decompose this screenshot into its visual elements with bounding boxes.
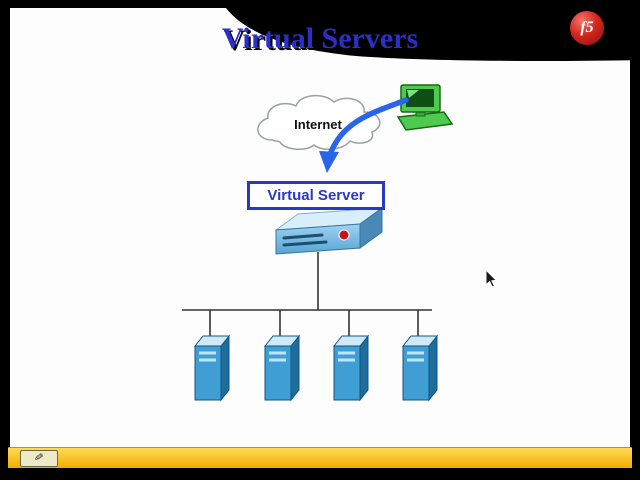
title-swoosh [226, 8, 640, 61]
internet-label: Internet [294, 117, 342, 132]
bottom-toolbar: ✎ [8, 447, 632, 468]
traffic-arrow-icon [319, 97, 409, 173]
f5-logo-text: f5 [580, 19, 594, 36]
bigip-appliance-icon [274, 207, 384, 255]
page-title: Virtual Servers [221, 22, 419, 55]
appliance-f5-badge [338, 229, 350, 241]
virtual-server-box: Virtual Server [247, 181, 385, 210]
server-tower [332, 334, 370, 402]
mouse-cursor [485, 268, 498, 288]
virtual-server-label: Virtual Server [267, 187, 365, 204]
annotation-pen-button[interactable]: ✎ [20, 450, 58, 467]
server-tower [193, 334, 231, 402]
network-bus-lines [182, 252, 432, 340]
internet-cloud-icon [257, 94, 381, 150]
f5-logo: f5 [570, 11, 604, 45]
client-computer-icon [396, 84, 454, 131]
pen-icon: ✎ [33, 451, 45, 465]
server-tower [263, 334, 301, 402]
server-tower [401, 334, 439, 402]
